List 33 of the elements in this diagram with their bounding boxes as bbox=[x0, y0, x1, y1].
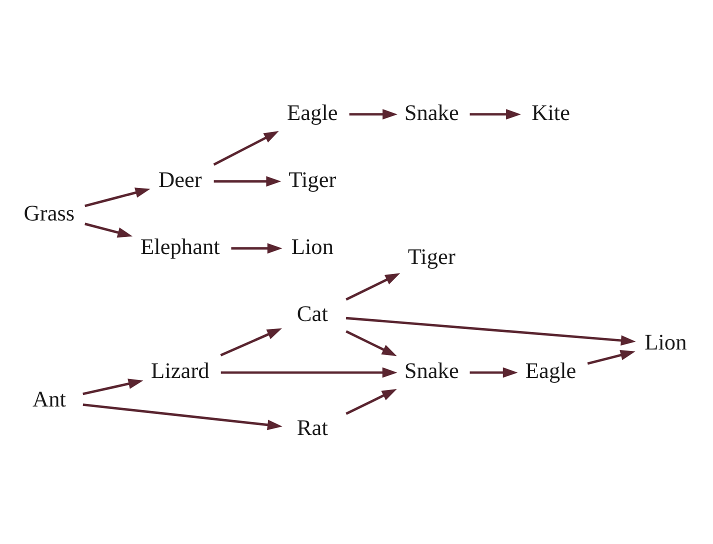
arrow bbox=[470, 109, 521, 120]
node-text: Ant bbox=[32, 386, 66, 412]
node-text: Rat bbox=[296, 415, 328, 440]
arrow bbox=[587, 350, 636, 365]
node-text: Eagle bbox=[287, 100, 338, 125]
arrow bbox=[470, 367, 518, 378]
node-text: Tiger bbox=[288, 166, 336, 192]
arrow bbox=[84, 222, 133, 238]
node-text: Lion bbox=[644, 329, 687, 354]
arrow bbox=[213, 131, 279, 166]
node-text: Grass bbox=[24, 200, 75, 226]
node-text: Snake bbox=[404, 358, 459, 384]
arrow bbox=[349, 109, 398, 120]
arrow bbox=[82, 403, 282, 430]
node-text: Elephant bbox=[140, 234, 220, 259]
arrow bbox=[346, 330, 397, 356]
arrow bbox=[346, 273, 400, 301]
arrow bbox=[214, 176, 282, 187]
node-text: Cat bbox=[296, 300, 328, 326]
arrow bbox=[346, 388, 397, 415]
node-text: Snake bbox=[404, 100, 459, 125]
node-text: Lizard bbox=[151, 358, 210, 384]
arrow bbox=[84, 188, 150, 208]
node-text: Lion bbox=[291, 234, 334, 259]
arrow bbox=[346, 316, 636, 346]
arrow bbox=[220, 328, 282, 356]
node-text: Deer bbox=[158, 166, 202, 192]
node-text: Tiger bbox=[408, 244, 456, 269]
arrow bbox=[82, 378, 144, 396]
node-text: Eagle bbox=[525, 358, 576, 384]
node-text: Kite bbox=[532, 100, 570, 125]
arrow bbox=[220, 367, 398, 378]
arrow bbox=[231, 243, 282, 254]
